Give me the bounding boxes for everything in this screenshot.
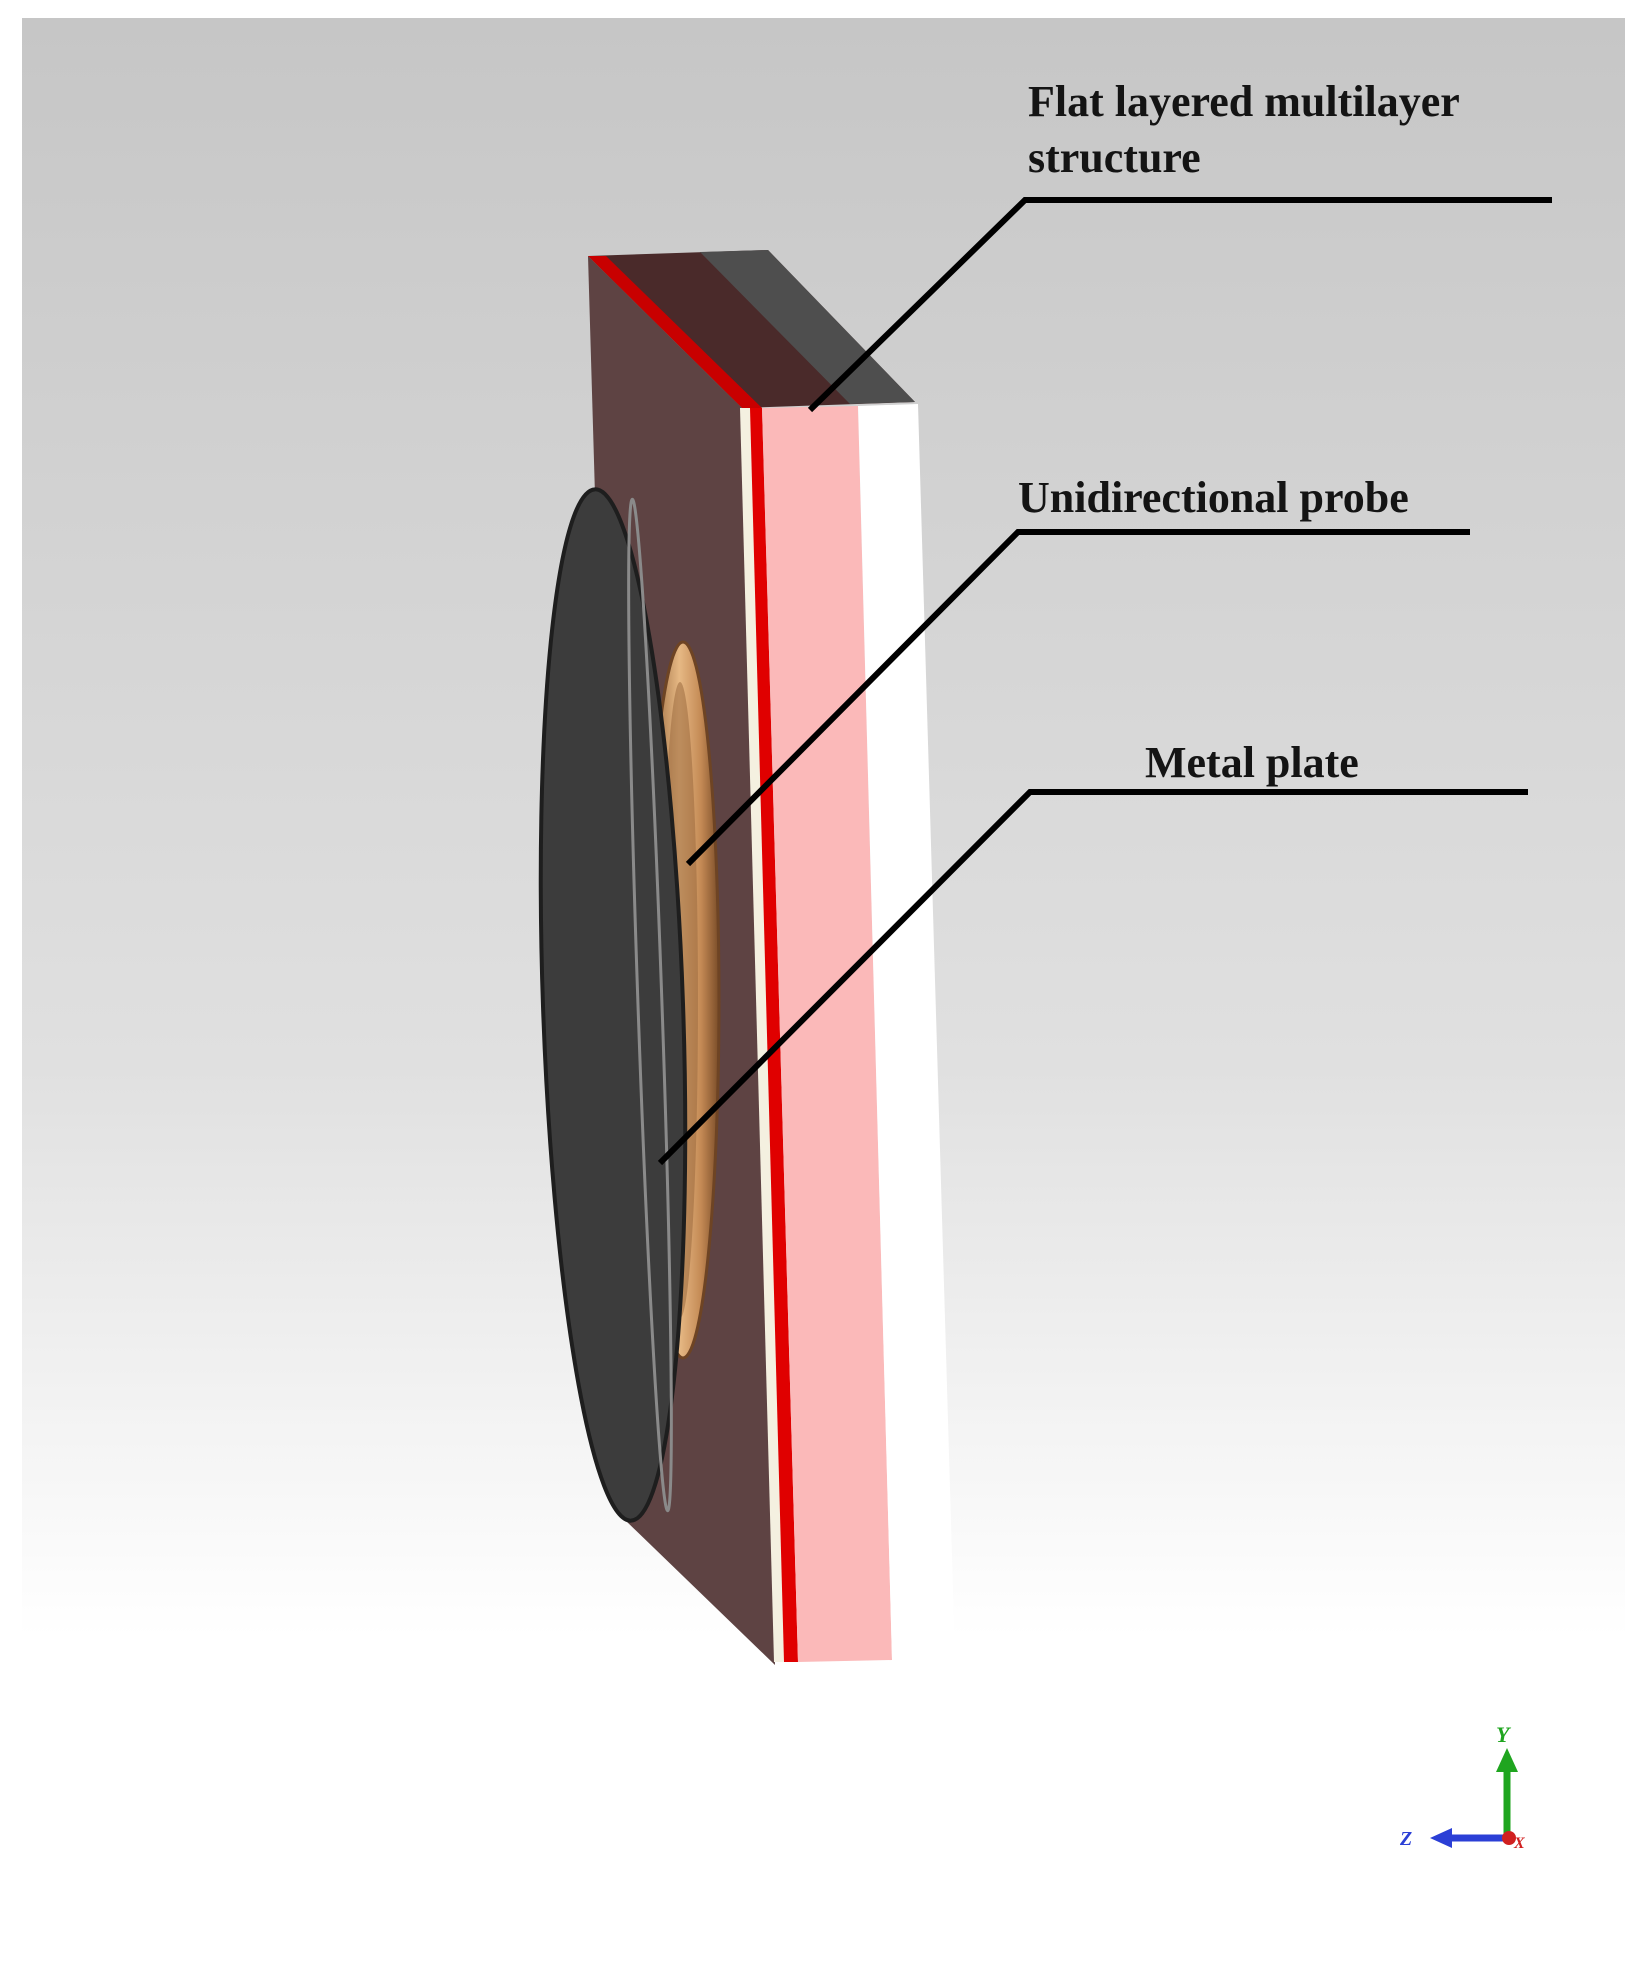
layer-pink: [762, 406, 892, 1662]
z-axis-label: Z: [1399, 1828, 1412, 1850]
layer-thin-white: [740, 408, 786, 1662]
leader-line-probe: [685, 529, 1470, 867]
leader-line-plate: [657, 789, 1528, 1166]
layer-white: [858, 404, 955, 1660]
z-axis-arrowhead: [1430, 1828, 1452, 1848]
label-structure-line1: Flat layered multilayer: [1028, 77, 1460, 126]
y-axis-arrowhead: [1496, 1748, 1518, 1772]
y-axis-label: Y: [1496, 1722, 1512, 1747]
slab-top-red-edge: [588, 256, 762, 408]
label-structure-line2: structure: [1028, 133, 1201, 182]
x-axis-label: X: [1513, 1835, 1525, 1852]
axis-triad: Y Z X: [1399, 1722, 1525, 1852]
layer-red: [750, 408, 798, 1662]
label-metal-plate: Metal plate: [1145, 738, 1359, 787]
label-unidirectional-probe: Unidirectional probe: [1018, 473, 1409, 522]
metal-plate-edge: [627, 497, 673, 1513]
label-flat-layered-multilayer-structure: Flat layered multilayer structure: [1028, 74, 1460, 186]
slab-top-gray-face: [700, 250, 915, 404]
leader-line-structure: [807, 197, 1552, 413]
x-axis-dot: [1502, 1831, 1516, 1845]
